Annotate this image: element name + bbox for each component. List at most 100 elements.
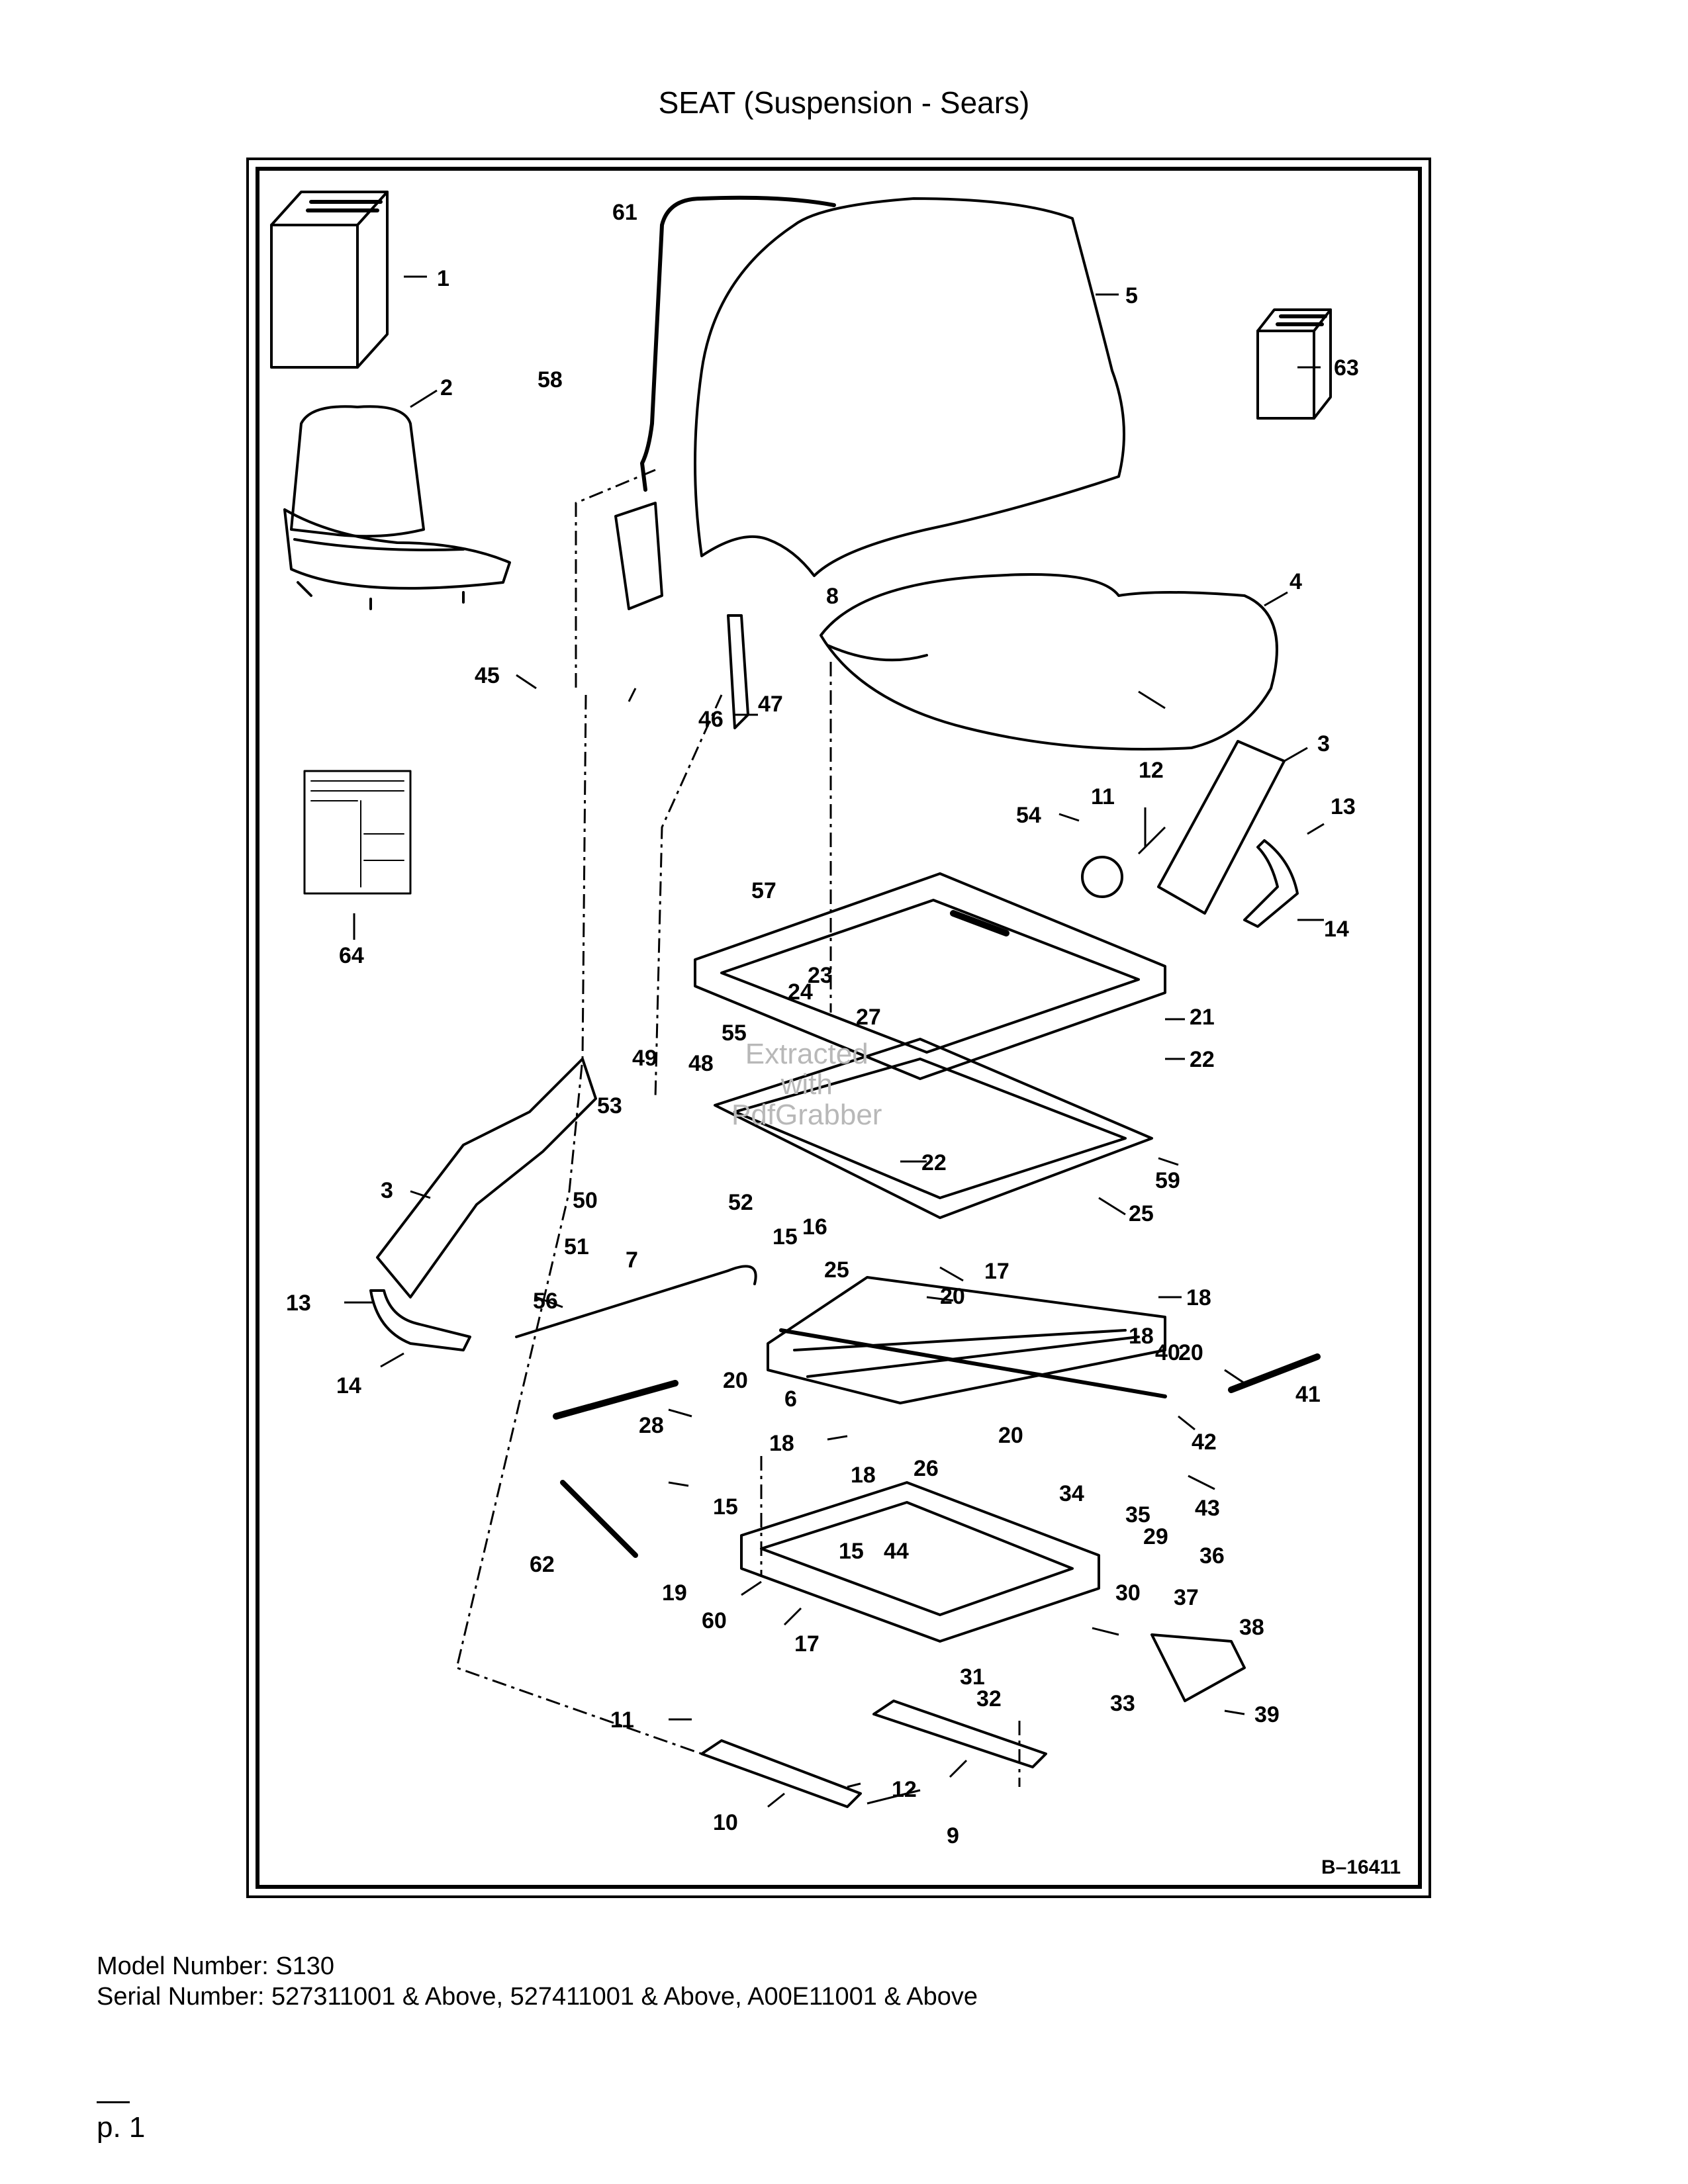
callout-18-upper: 18 — [1186, 1285, 1211, 1310]
watermark: Extracted with PdfGrabber — [731, 1039, 882, 1130]
callout-29: 29 — [1143, 1524, 1168, 1549]
seat-cushion-drawing — [820, 573, 1278, 751]
callout-17-upper: 17 — [984, 1259, 1009, 1284]
callout-22-lower: 22 — [921, 1150, 947, 1175]
callout-21: 21 — [1190, 1005, 1215, 1030]
callout-32: 32 — [976, 1686, 1002, 1711]
callout-54: 54 — [1016, 803, 1041, 828]
callout-61: 61 — [612, 200, 637, 225]
assembled-seat-drawing — [283, 405, 511, 610]
page-number: p. 1 — [97, 2111, 146, 2144]
callout-50: 50 — [573, 1188, 598, 1213]
anchor-right-drawing — [1243, 839, 1299, 928]
callout-1: 1 — [437, 266, 449, 291]
decal-drawing — [303, 770, 412, 895]
callout-9: 9 — [947, 1823, 959, 1848]
callout-6: 6 — [784, 1387, 797, 1412]
scissor-mechanism-drawing — [767, 1276, 1167, 1404]
leader-lines — [344, 275, 1325, 1808]
lower-seat-frame-drawing — [714, 1038, 1153, 1219]
callout-13-left: 13 — [286, 1291, 311, 1316]
callout-57: 57 — [751, 878, 776, 903]
callout-14-left: 14 — [336, 1373, 361, 1398]
callout-62: 62 — [530, 1552, 555, 1577]
callout-63: 63 — [1334, 355, 1359, 381]
manual-book-drawing — [270, 191, 389, 369]
callout-30: 30 — [1115, 1580, 1141, 1606]
callout-10: 10 — [713, 1810, 738, 1835]
callout-12-lower: 12 — [892, 1777, 917, 1802]
callout-20-lower: 20 — [998, 1423, 1023, 1448]
anchor-left-drawing — [369, 1289, 471, 1351]
callout-labels: 1 2 3 3 4 5 6 7 8 9 10 11 11 12 12 13 13… — [286, 200, 1359, 1848]
callout-46: 46 — [698, 707, 724, 732]
callout-42: 42 — [1192, 1430, 1217, 1455]
model-number: Model Number: S130 — [97, 1952, 335, 1980]
callout-64: 64 — [339, 943, 364, 968]
callout-22-upper: 22 — [1190, 1047, 1215, 1072]
page-number-rule — [97, 2101, 130, 2103]
cable-56-drawing — [515, 1265, 757, 1338]
callout-5: 5 — [1125, 283, 1138, 308]
callout-15-middle: 15 — [713, 1494, 738, 1520]
serial-number: Serial Number: 527311001 & Above, 527411… — [97, 1983, 978, 2011]
callout-51: 51 — [564, 1234, 589, 1259]
back-bracket-drawing — [614, 502, 749, 729]
callout-19: 19 — [662, 1580, 687, 1606]
callout-45: 45 — [475, 663, 500, 688]
callout-44: 44 — [884, 1539, 909, 1564]
callout-17-lower: 17 — [794, 1631, 820, 1657]
callout-18-lower: 18 — [851, 1463, 876, 1488]
callout-40: 40 — [1155, 1340, 1180, 1365]
callout-25-lower: 25 — [1129, 1201, 1154, 1226]
callout-27: 27 — [856, 1005, 881, 1030]
callout-20-upper: 20 — [940, 1284, 965, 1309]
callout-3-right: 3 — [1317, 731, 1330, 756]
callout-35: 35 — [1125, 1502, 1150, 1527]
diagram-frame-inner — [256, 167, 1422, 1889]
assembly-dash-lines — [455, 469, 1021, 1787]
callout-8: 8 — [826, 584, 839, 609]
rod-28-drawing — [553, 1380, 679, 1420]
callout-56: 56 — [533, 1289, 558, 1314]
callout-20-left: 20 — [723, 1368, 748, 1393]
handle-39-drawing — [1150, 1633, 1246, 1702]
callout-4: 4 — [1289, 569, 1302, 594]
callout-53: 53 — [597, 1093, 622, 1118]
callout-48: 48 — [688, 1051, 714, 1076]
callout-43: 43 — [1195, 1496, 1220, 1521]
callout-52: 52 — [728, 1190, 753, 1215]
seat-belt-left-drawing — [376, 1058, 597, 1298]
diagram-frame — [246, 158, 1431, 1898]
callout-49: 49 — [632, 1046, 657, 1071]
callout-60: 60 — [702, 1608, 727, 1633]
seat-back-frame-drawing — [640, 195, 836, 492]
watermark-line-3: PdfGrabber — [731, 1099, 882, 1131]
callout-2: 2 — [440, 375, 453, 400]
back-cushion-drawing — [694, 197, 1125, 577]
callout-58: 58 — [538, 367, 563, 392]
spring-disc-drawing — [1081, 856, 1123, 898]
callout-20-right: 20 — [1178, 1340, 1203, 1365]
callout-33: 33 — [1110, 1691, 1135, 1716]
callout-28: 28 — [639, 1413, 664, 1438]
callout-55: 55 — [722, 1021, 747, 1046]
upper-seat-frame-drawing — [694, 872, 1166, 1080]
callout-41: 41 — [1295, 1382, 1321, 1407]
callout-14-right: 14 — [1324, 917, 1349, 942]
seat-belt-right-drawing — [1157, 740, 1286, 915]
page-title: SEAT (Suspension - Sears) — [658, 85, 1030, 120]
callout-59: 59 — [1155, 1168, 1180, 1193]
callout-15-lower: 15 — [839, 1539, 864, 1564]
callout-37: 37 — [1174, 1585, 1199, 1610]
callout-16: 16 — [802, 1214, 827, 1240]
watermark-line-2: with — [780, 1068, 833, 1101]
callout-25-upper: 25 — [824, 1257, 849, 1283]
callout-3-left: 3 — [381, 1178, 393, 1203]
slide-rail-12-drawing — [872, 1700, 1047, 1768]
drawing-number: B–16411 — [1321, 1856, 1401, 1878]
callout-18-right: 18 — [1129, 1324, 1154, 1349]
callout-24: 24 — [788, 979, 813, 1005]
slide-rail-10-drawing — [700, 1739, 862, 1808]
